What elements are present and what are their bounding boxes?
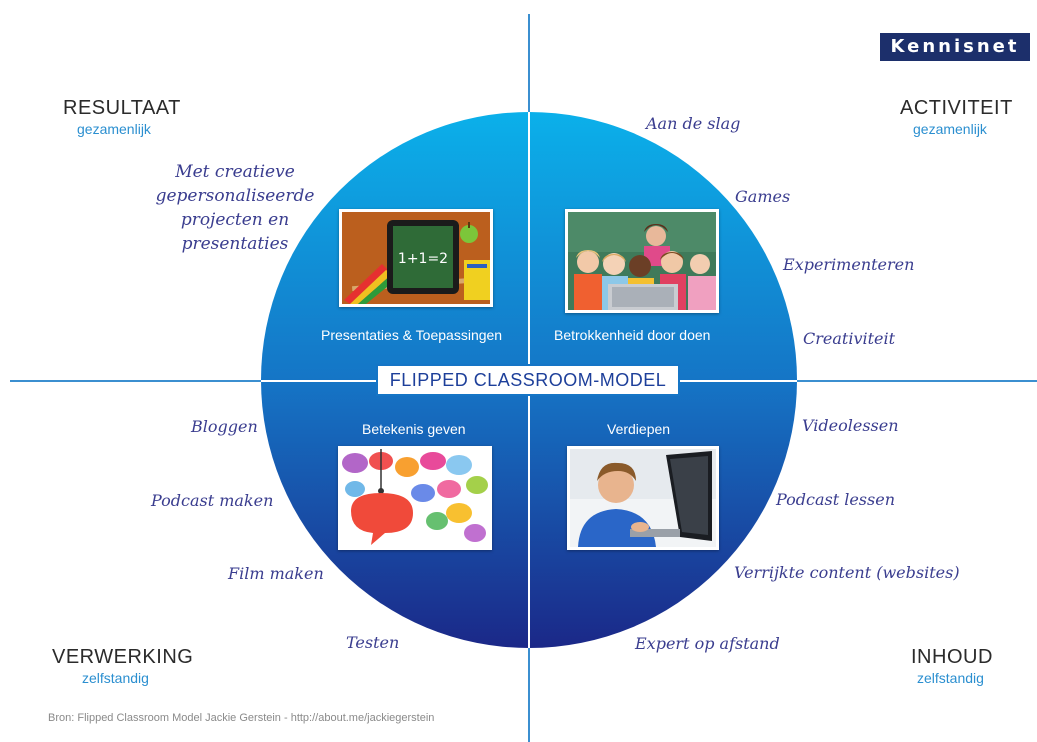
photo-tablet-math: 1+1=2 <box>339 209 493 307</box>
quadrant-subtitle-resultaat: gezamenlijk <box>77 121 151 137</box>
resultaat-description: Met creatieve gepersonaliseerde projecte… <box>150 160 320 256</box>
inhoud-item-2: Podcast lessen <box>776 490 895 509</box>
inhoud-item-4: Expert op afstand <box>635 634 780 653</box>
resultaat-line-3: projecten en <box>180 210 290 230</box>
resultaat-line-4: presentaties <box>181 234 289 254</box>
resultaat-line-1: Met creatieve <box>175 162 295 182</box>
quadrant-title-verwerking: VERWERKING <box>52 646 194 668</box>
resultaat-line-2: gepersonaliseerde <box>155 186 315 206</box>
verwerking-item-2: Podcast maken <box>151 491 274 510</box>
label-verdiepen: Verdiepen <box>607 421 671 437</box>
label-betrokkenheid-door-doen: Betrokkenheid door doen <box>554 327 711 343</box>
activiteit-item-4: Creativiteit <box>803 329 896 348</box>
quadrant-title-inhoud: INHOUD <box>911 646 993 668</box>
center-title: FLIPPED CLASSROOM-MODEL <box>389 370 667 390</box>
quadrant-title-resultaat: RESULTAAT <box>63 97 181 119</box>
inhoud-item-3: Verrijkte content (websites) <box>734 563 960 582</box>
verwerking-item-4: Testen <box>346 633 400 652</box>
quadrant-subtitle-verwerking: zelfstandig <box>82 670 149 686</box>
label-betekenis-geven: Betekenis geven <box>362 421 466 437</box>
verwerking-item-3: Film maken <box>228 564 324 583</box>
inhoud-item-1: Videolessen <box>802 416 899 435</box>
quadrant-subtitle-inhoud: zelfstandig <box>917 670 984 686</box>
activiteit-item-2: Games <box>735 187 791 206</box>
photo-speech-bubbles <box>338 446 492 550</box>
kennisnet-logo: Kennisnet <box>880 33 1030 61</box>
quadrant-title-activiteit: ACTIVITEIT <box>900 97 1013 119</box>
verwerking-item-1: Bloggen <box>191 417 258 436</box>
activiteit-item-1: Aan de slag <box>646 114 741 133</box>
photo-boy-laptop <box>567 446 719 550</box>
tablet-equation: 1+1=2 <box>398 251 448 267</box>
center-title-box: FLIPPED CLASSROOM-MODEL <box>376 364 680 396</box>
activiteit-item-3: Experimenteren <box>783 255 915 274</box>
quadrant-subtitle-activiteit: gezamenlijk <box>913 121 987 137</box>
label-presentaties-toepassingen: Presentaties & Toepassingen <box>321 327 503 343</box>
source-credit: Bron: Flipped Classroom Model Jackie Ger… <box>48 712 435 724</box>
photo-children-laptop <box>565 209 719 313</box>
